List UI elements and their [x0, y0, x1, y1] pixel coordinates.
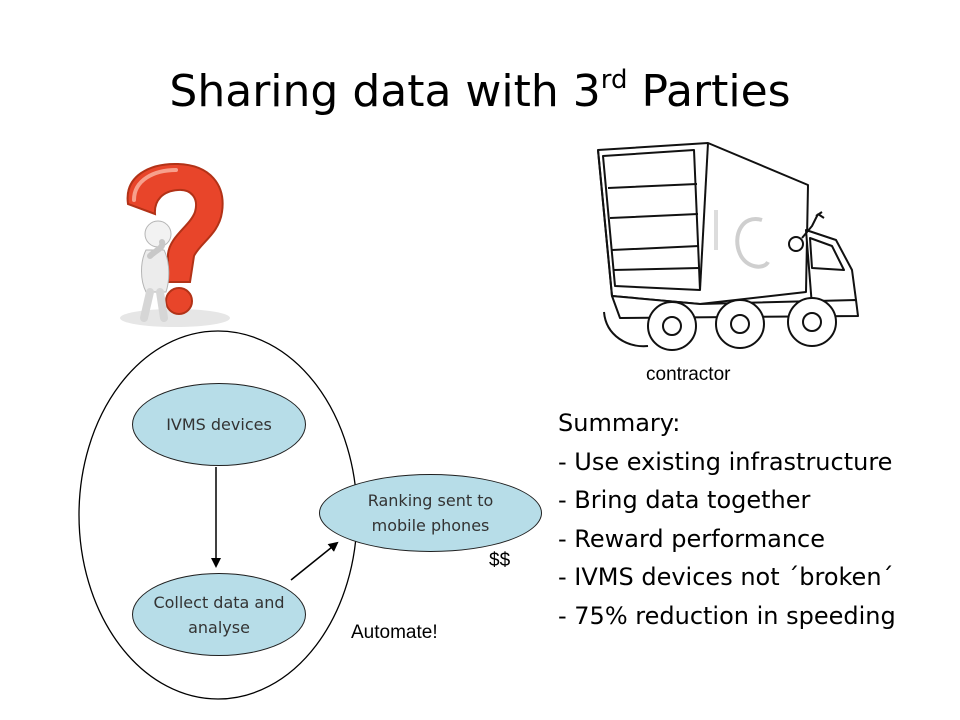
summary-item: - Reward performance: [558, 524, 825, 553]
node-ranking-label-line1: Ranking sent to: [367, 491, 494, 510]
node-collect-label-line2: analyse: [188, 617, 250, 637]
summary-heading: Summary:: [558, 409, 681, 437]
truck-caption: contractor: [646, 364, 731, 385]
title-main: Sharing data with 3: [169, 66, 601, 117]
summary-item: - 75% reduction in speeding: [558, 601, 896, 630]
summary-item: - Bring data together: [558, 486, 811, 514]
summary-item: - Use existing infrastructure: [558, 447, 893, 476]
node-ranking-sent: Ranking sent to mobile phones: [319, 474, 542, 552]
automate-label: Automate!: [351, 622, 438, 643]
slide-title: Sharing data with 3rd Parties: [0, 60, 960, 124]
summary-item: - IVMS devices not ´broken´: [558, 563, 894, 591]
node-ranking-label-line2: mobile phones: [371, 516, 490, 535]
summary-block: Summary: - Use existing infrastructure -…: [558, 404, 896, 635]
title-superscript: rd: [600, 65, 628, 95]
node-ivms-devices: IVMS devices: [132, 383, 306, 466]
arrow-collect-to-ranking: [290, 541, 339, 581]
money-label: $$: [489, 550, 511, 571]
node-collect-label-line1: Collect data and: [153, 592, 285, 612]
node-ivms-label: IVMS devices: [166, 415, 272, 434]
title-tail: Parties: [627, 66, 791, 117]
node-collect-data: Collect data and analyse: [132, 573, 306, 656]
